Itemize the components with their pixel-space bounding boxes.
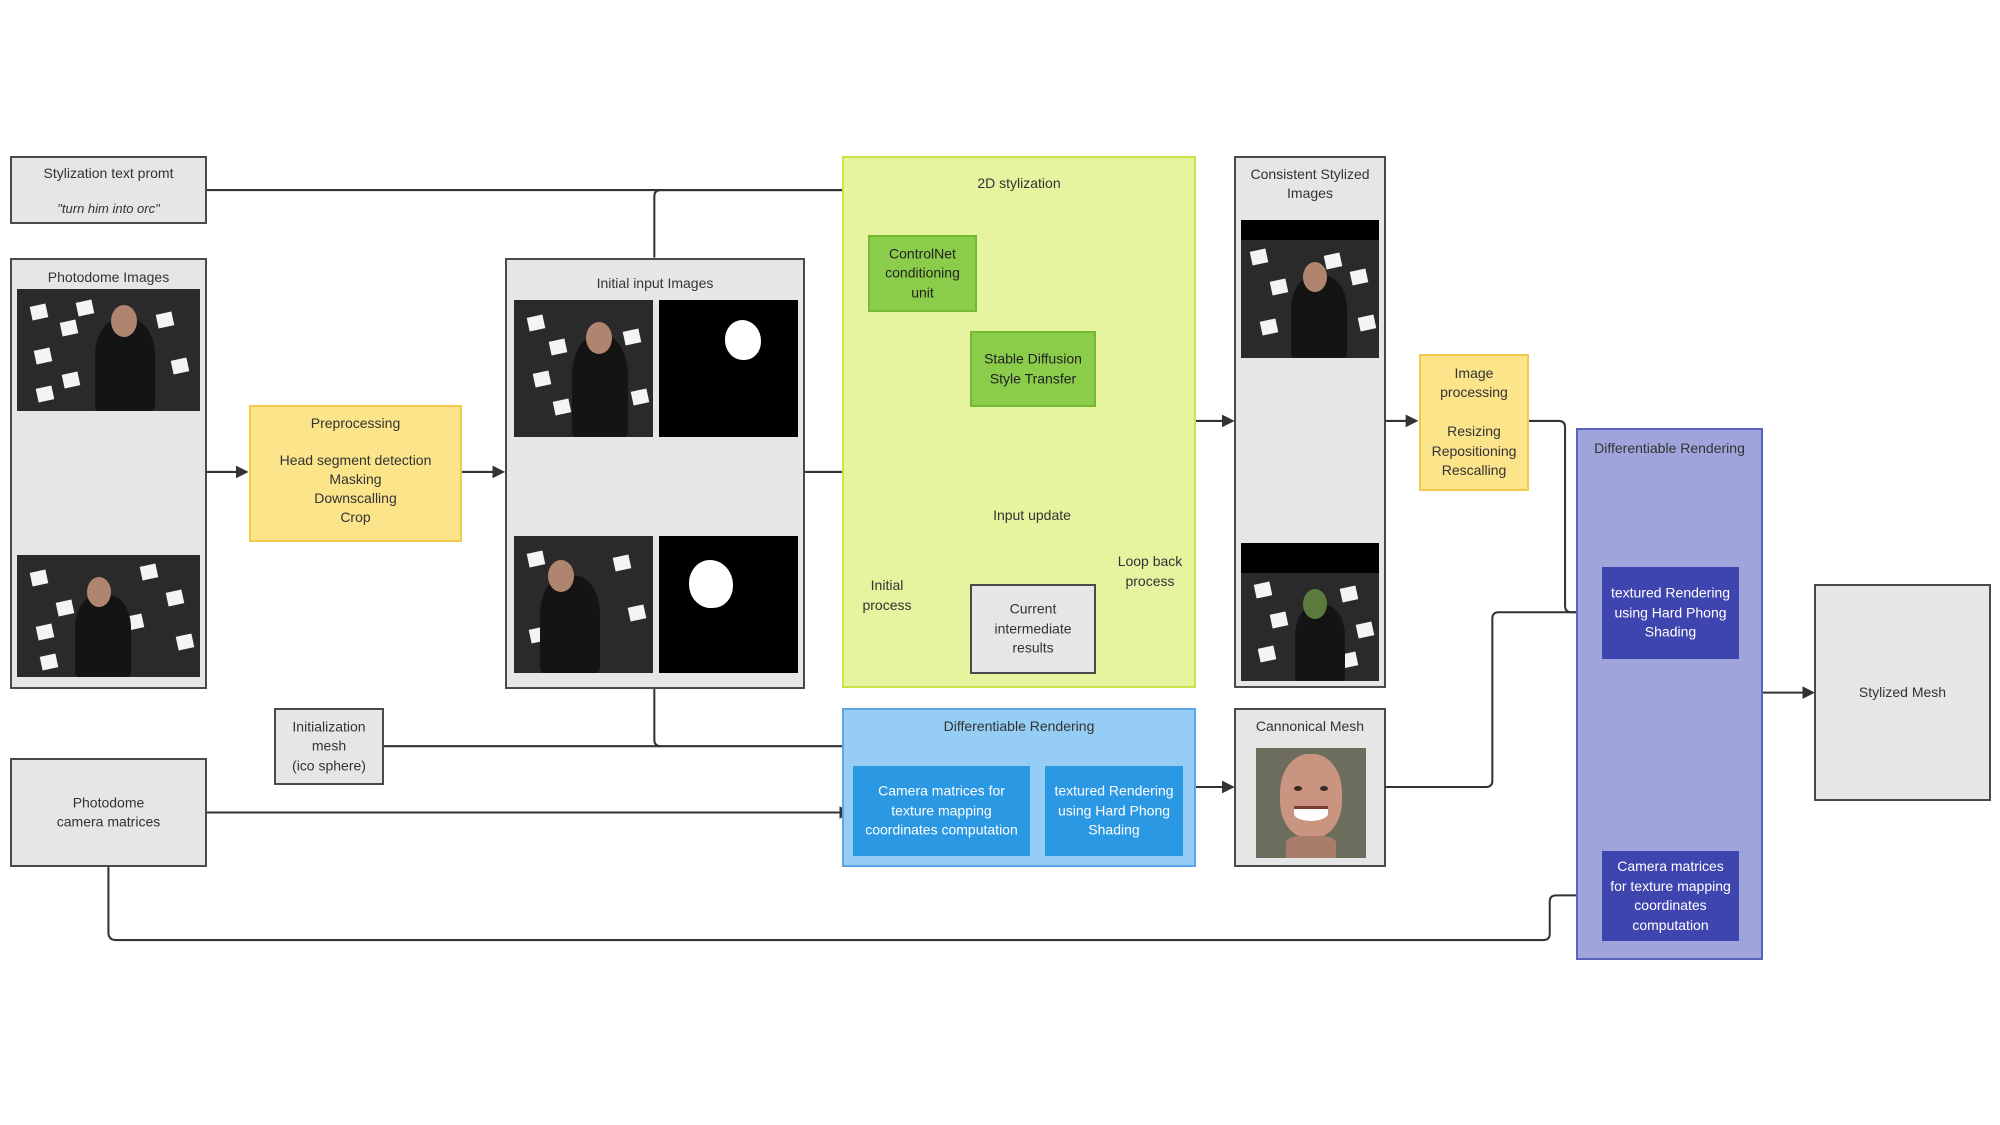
initial-input-title: Initial input Images (596, 275, 714, 291)
stylization-2d-title: 2D stylization (977, 175, 1061, 191)
photodome-camera-label: Photodome camera matrices (56, 793, 161, 830)
stylized-mesh-node: Stylized Mesh (1814, 584, 1991, 801)
initial-input-node: Initial input Images (505, 258, 805, 689)
controlnet-label: ControlNet conditioning unit (885, 245, 960, 301)
textured-render-bottom-node: textured Rendering using Hard Phong Shad… (1045, 766, 1183, 856)
initial-process-label: Initial process (852, 576, 922, 616)
photodome-image-1 (17, 289, 200, 411)
preprocessing-title: Preprocessing (310, 415, 401, 431)
stylized-image-2 (1241, 543, 1379, 681)
camera-matrices-bottom-node: Camera matrices for texture mapping coor… (853, 766, 1030, 856)
edge-initial-to-controlnet (653, 189, 915, 258)
preprocessing-node: Preprocessing Head segment detection Mas… (249, 405, 462, 542)
init-mesh-label: Initialization mesh (ico sphere) (292, 718, 366, 774)
diff-render-right-title: Differentiable Rendering (1594, 440, 1745, 456)
controlnet-node: ControlNet conditioning unit (868, 235, 977, 312)
edge-photodome-camera-to-right-camera (107, 866, 1601, 942)
text-prompt-title: Stylization text promt (43, 165, 174, 181)
textured-render-bottom-label: textured Rendering using Hard Phong Shad… (1054, 782, 1174, 838)
canonical-mesh-face (1256, 748, 1366, 858)
preprocessing-steps: Head segment detection Masking Downscall… (279, 452, 432, 525)
init-mesh-node: Initialization mesh (ico sphere) (274, 708, 384, 785)
text-prompt-node: Stylization text promt "turn him into or… (10, 156, 207, 224)
image-processing-label: Image processing Resizing Repositioning … (1431, 364, 1517, 479)
photodome-images-node: Photodome Images (10, 258, 207, 689)
diff-render-bottom-title: Differentiable Rendering (943, 718, 1095, 734)
consistent-images-title: Consistent Stylized Images (1250, 166, 1370, 201)
photodome-images-title: Photodome Images (47, 269, 170, 285)
current-results-label: Current intermediate results (994, 600, 1072, 656)
camera-matrices-right-node: Camera matrices for texture mapping coor… (1602, 851, 1739, 941)
text-prompt-value: "turn him into orc" (57, 201, 160, 216)
camera-matrices-right-label: Camera matrices for texture mapping coor… (1610, 857, 1731, 933)
edge-canonical-to-textured (1385, 605, 1601, 789)
canonical-mesh-node: Cannonical Mesh (1234, 708, 1386, 867)
initial-mask-1 (659, 300, 798, 437)
stable-diffusion-node: Stable Diffusion Style Transfer (970, 331, 1096, 407)
stylized-mesh-label: Stylized Mesh (1858, 683, 1947, 700)
initial-image-1 (514, 300, 653, 437)
input-update-label: Input update (982, 506, 1082, 526)
photodome-image-2 (17, 555, 200, 677)
stylized-image-1 (1241, 220, 1379, 358)
photodome-camera-node: Photodome camera matrices (10, 758, 207, 867)
loop-back-label: Loop back process (1108, 552, 1192, 592)
textured-render-right-node: textured Rendering using Hard Phong Shad… (1602, 567, 1739, 659)
image-processing-node: Image processing Resizing Repositioning … (1419, 354, 1529, 491)
current-results-node: Current intermediate results (970, 584, 1096, 674)
textured-render-right-label: textured Rendering using Hard Phong Shad… (1610, 584, 1731, 640)
consistent-images-node: Consistent Stylized Images (1234, 156, 1386, 688)
canonical-mesh-title: Cannonical Mesh (1255, 718, 1365, 734)
initial-image-2 (514, 536, 653, 673)
stable-diffusion-label: Stable Diffusion Style Transfer (984, 350, 1082, 386)
edge-prompt-to-controlnet (205, 189, 928, 235)
initial-mask-2 (659, 536, 798, 673)
camera-matrices-bottom-label: Camera matrices for texture mapping coor… (865, 782, 1018, 838)
